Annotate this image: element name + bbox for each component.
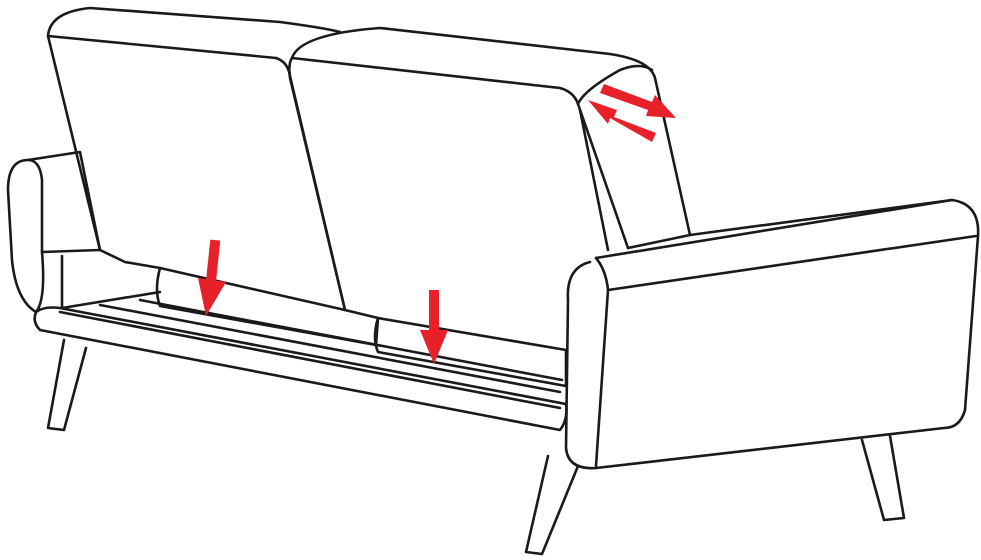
- right-armrest-top-roll: [606, 234, 978, 292]
- left-armrest-inner-top: [40, 248, 102, 254]
- left-armrest-top: [26, 150, 102, 252]
- seat-back-edge: [60, 290, 162, 310]
- arrow-down-right-seat: [420, 290, 448, 364]
- seat-rail-line-2: [98, 303, 562, 394]
- sofa-line-art: [6, 6, 980, 556]
- right-backrest-lower-edge: [288, 56, 347, 312]
- right-backrest-front: [290, 56, 630, 250]
- arrow-down-left-seat: [198, 239, 226, 316]
- instruction-arrows: [198, 84, 676, 364]
- arrow-left-top: [588, 100, 656, 142]
- front-middle-leg: [524, 454, 580, 556]
- left-armrest-outer: [6, 158, 45, 314]
- left-backrest-top: [46, 6, 342, 38]
- right-backrest-side: [576, 64, 654, 106]
- front-left-leg: [46, 338, 88, 432]
- back-right-leg: [860, 434, 906, 522]
- right-armrest-back: [626, 198, 954, 250]
- arrow-right-top: [600, 84, 676, 118]
- right-backrest-top: [290, 26, 692, 237]
- right-armrest-front: [564, 198, 980, 470]
- left-seat-cushion: [155, 266, 380, 347]
- right-armrest-top-edge: [594, 256, 610, 468]
- seat-front-rail: [33, 306, 568, 432]
- left-backrest-front: [46, 34, 347, 312]
- right-seat-cushion: [373, 316, 568, 388]
- right-backrest-inner-edge: [578, 108, 610, 252]
- seat-rail-line-1: [58, 310, 562, 410]
